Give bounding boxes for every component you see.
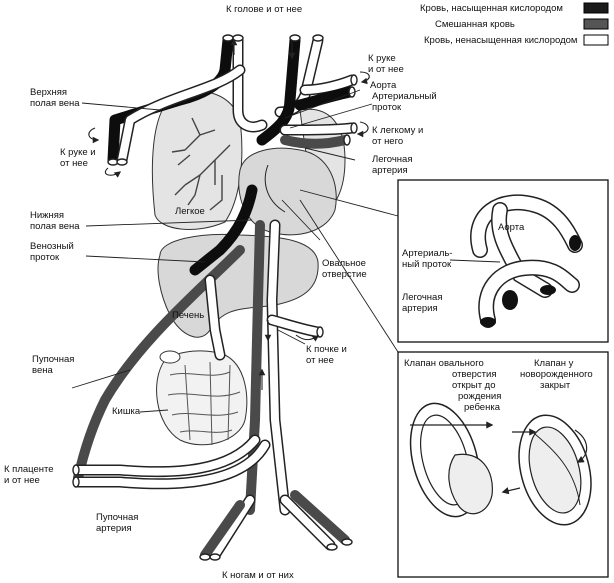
label-head: К голове и от нее: [226, 4, 302, 15]
label-pulmonary-2: артерия: [372, 165, 408, 176]
label-kidney-2: от нее: [306, 355, 334, 366]
label-umbilical-vein-1: Пупочная: [32, 354, 74, 365]
intestine: [156, 350, 248, 446]
inset-valve-open-5: ребенка: [464, 402, 501, 413]
label-kidney-1: К почке и: [306, 344, 347, 355]
label-right-arm-2: и от нее: [368, 64, 404, 75]
leader-lines: [71, 89, 399, 413]
label-placenta-2: и от нее: [4, 475, 40, 486]
labels: К голове и от нее К руке и от нее Аорта …: [4, 4, 437, 581]
label-foramen-1: Овальное: [322, 258, 366, 269]
inset-valve-detail: Клапан овального отверстия открыт до рож…: [397, 351, 609, 578]
label-svc-1: Верхняя: [30, 87, 67, 98]
heart: [238, 147, 337, 236]
label-right-arm-1: К руке: [368, 53, 396, 64]
inset-valve-open-4: рождения: [458, 391, 501, 402]
arm-vessels: [116, 64, 358, 166]
inset-label-ductus-2: ный проток: [402, 259, 452, 270]
inset-valve-open-3: открыт до: [452, 380, 496, 391]
legend-mixed-label: Смешанная кровь: [435, 19, 515, 30]
inset-valve-open-2: отверстия: [452, 369, 497, 380]
leg-vessels: [200, 490, 350, 561]
flow-arrows: [88, 38, 370, 390]
inset-valve-closed-2: новорожденного: [520, 369, 593, 380]
label-ivc-2: полая вена: [30, 221, 80, 232]
label-ductus-1: Артериальный: [372, 91, 437, 102]
label-ductus-venosus-2: проток: [30, 252, 60, 263]
inset-valve-closed-3: закрыт: [540, 380, 571, 391]
label-ductus-venosus-1: Венозный: [30, 241, 74, 252]
inset-label-ductus-1: Артериаль-: [402, 248, 452, 259]
label-svc-2: полая вена: [30, 98, 80, 109]
inset-label-pulmonary-1: Легочная: [402, 292, 442, 303]
legend-deoxygenated-label: Кровь, ненасыщенная кислородом: [424, 35, 577, 46]
inset-label-aorta: Аорта: [498, 222, 525, 233]
label-aorta: Аорта: [370, 80, 397, 91]
bronchial-tree: [171, 117, 231, 211]
legend-mixed-swatch: [583, 18, 609, 30]
inset-valve-open-1: Клапан овального: [404, 358, 484, 369]
legend-oxygenated-label: Кровь, насыщенная кислородом: [420, 3, 563, 14]
label-ductus-2: проток: [372, 102, 402, 113]
label-left-arm-1: К руке и: [60, 147, 96, 158]
label-pulmonary-1: Легочная: [372, 154, 412, 165]
heart-septum: [264, 164, 286, 213]
umbilical-arteries: [72, 434, 271, 490]
label-liver: Печень: [172, 310, 204, 321]
label-placenta-1: К плаценте: [4, 464, 54, 475]
right-lung: [151, 90, 243, 230]
label-intestine: Кишка: [112, 406, 141, 417]
label-ivc-1: Нижняя: [30, 210, 64, 221]
label-left-arm-2: от нее: [60, 158, 88, 169]
inset-valve-closed-1: Клапан у: [534, 358, 574, 369]
label-umbilical-vein-2: вена: [32, 365, 53, 376]
label-umbilical-artery-1: Пупочная: [96, 512, 138, 523]
label-legs: К ногам и от них: [222, 570, 294, 581]
legend-oxygenated-swatch: [583, 2, 609, 14]
label-lung: Легкое: [175, 206, 205, 217]
label-to-lung-2: от него: [372, 136, 403, 147]
legend: Кровь, насыщенная кислородом Смешанная к…: [420, 2, 609, 46]
label-to-lung-1: К легкому и: [372, 125, 423, 136]
label-umbilical-artery-2: артерия: [96, 523, 132, 534]
legend-deoxygenated-swatch: [583, 34, 609, 46]
label-foramen-2: отверстие: [322, 269, 367, 280]
inset-label-pulmonary-2: артерия: [402, 303, 438, 314]
inset-heart-detail: Аорта Артериаль- ный проток Легочная арт…: [397, 179, 609, 343]
pulmonary-branches: [279, 122, 358, 149]
